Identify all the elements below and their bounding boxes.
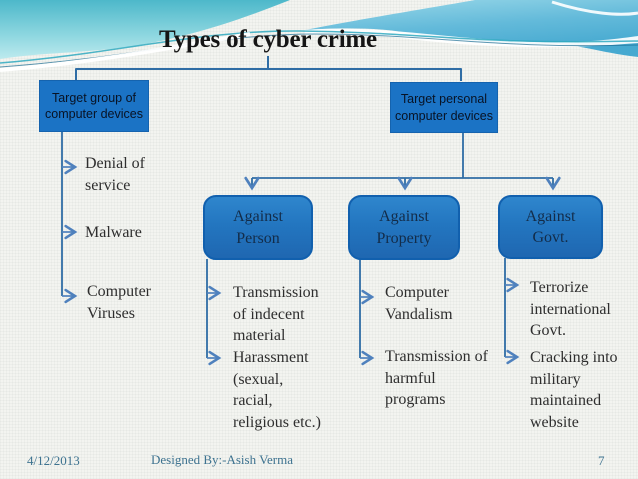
leaf-transmission-harmful: Transmission of harmful programs <box>385 348 488 408</box>
node-against-govt: Against Govt. <box>498 195 603 259</box>
leaf-malware: Malware <box>85 224 142 241</box>
leaf-transmission-indecent: Transmission of indecent material <box>233 284 319 344</box>
node-target-personal-devices: Target personal computer devices <box>390 82 498 133</box>
leaf-cracking-military: Cracking into military maintained websit… <box>530 349 618 431</box>
leaf-computer-viruses: Computer Viruses <box>87 283 151 322</box>
wave-white-corner <box>551 0 638 16</box>
node-target-group-devices: Target group of computer devices <box>39 80 149 132</box>
slide-number: 7 <box>598 453 605 468</box>
footer-credit: Designed By:-Asish Verma <box>151 452 294 467</box>
leaf-denial-of-service: Denial of service <box>85 155 145 194</box>
footer-date: 4/12/2013 <box>27 453 80 468</box>
wave-white-band <box>305 28 638 48</box>
wave-teal-lobe <box>0 0 290 59</box>
wave-line-teal <box>0 30 638 64</box>
node-against-property: Against Property <box>348 195 460 260</box>
wave-decoration <box>0 0 638 72</box>
leaf-harassment: Harassment (sexual, racial, religious et… <box>233 349 321 431</box>
node-against-person: Against Person <box>203 195 313 260</box>
leaf-terrorize-govt: Terrorize international Govt. <box>530 279 611 339</box>
wave-white-swoosh <box>0 32 251 72</box>
page-title: Types of cyber crime <box>159 26 377 53</box>
leaf-computer-vandalism: Computer Vandalism <box>385 284 453 323</box>
